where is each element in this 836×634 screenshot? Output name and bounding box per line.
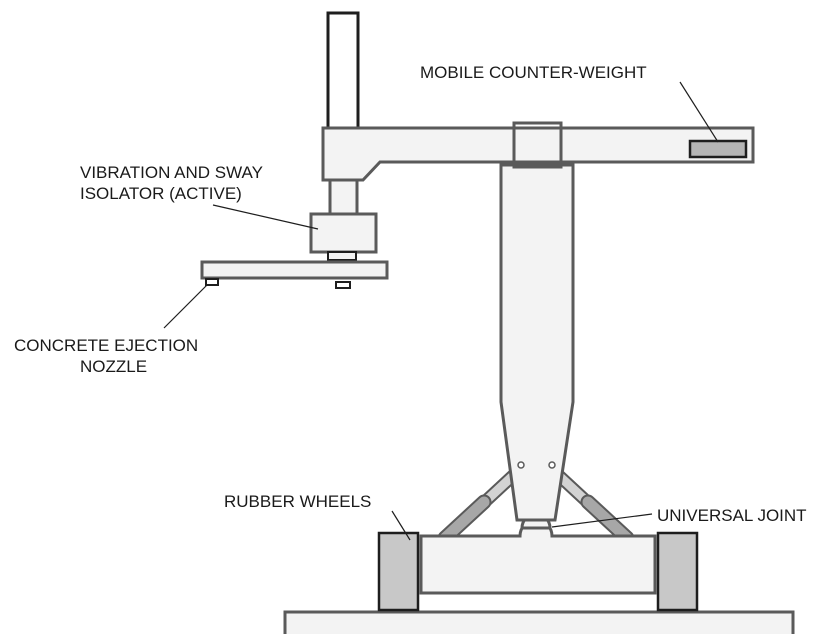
secondary-nozzle	[335, 281, 351, 289]
nozzle-beam	[200, 260, 389, 280]
right-brace-pin	[548, 461, 556, 469]
tapered-mast	[499, 163, 575, 522]
rubber-wheel-right	[656, 531, 699, 612]
vertical-column	[326, 11, 360, 130]
ground-platform	[283, 610, 795, 634]
label-isolator-line1: VIBRATION AND SWAY	[80, 163, 263, 182]
label-nozzle-line2: NOZZLE	[80, 357, 147, 376]
horizontal-arm	[321, 126, 755, 182]
lower-shaft	[328, 178, 359, 216]
slide-collar	[512, 121, 563, 169]
wheels-leader	[391, 510, 411, 541]
left-hydraulic-brace	[437, 465, 524, 546]
left-brace-pin	[517, 461, 525, 469]
ejection-nozzle	[205, 278, 219, 286]
right-hydraulic-brace	[548, 465, 635, 546]
mobile-counterweight	[688, 139, 748, 159]
label-counterweight: MOBILE COUNTER-WEIGHT	[420, 63, 647, 82]
label-rubber-wheels: RUBBER WHEELS	[224, 492, 371, 511]
label-isolator-line2: ISOLATOR (ACTIVE)	[80, 184, 242, 203]
counterweight-leader	[679, 81, 719, 143]
isolator-mount	[327, 251, 357, 261]
joint-leader	[551, 513, 653, 528]
vibration-isolator	[309, 212, 378, 254]
nozzle-leader	[163, 284, 208, 329]
label-nozzle-line1: CONCRETE EJECTION	[14, 336, 198, 355]
isolator-leader	[212, 204, 319, 230]
label-universal-joint: UNIVERSAL JOINT	[657, 506, 807, 525]
rubber-wheel-left	[377, 531, 420, 612]
